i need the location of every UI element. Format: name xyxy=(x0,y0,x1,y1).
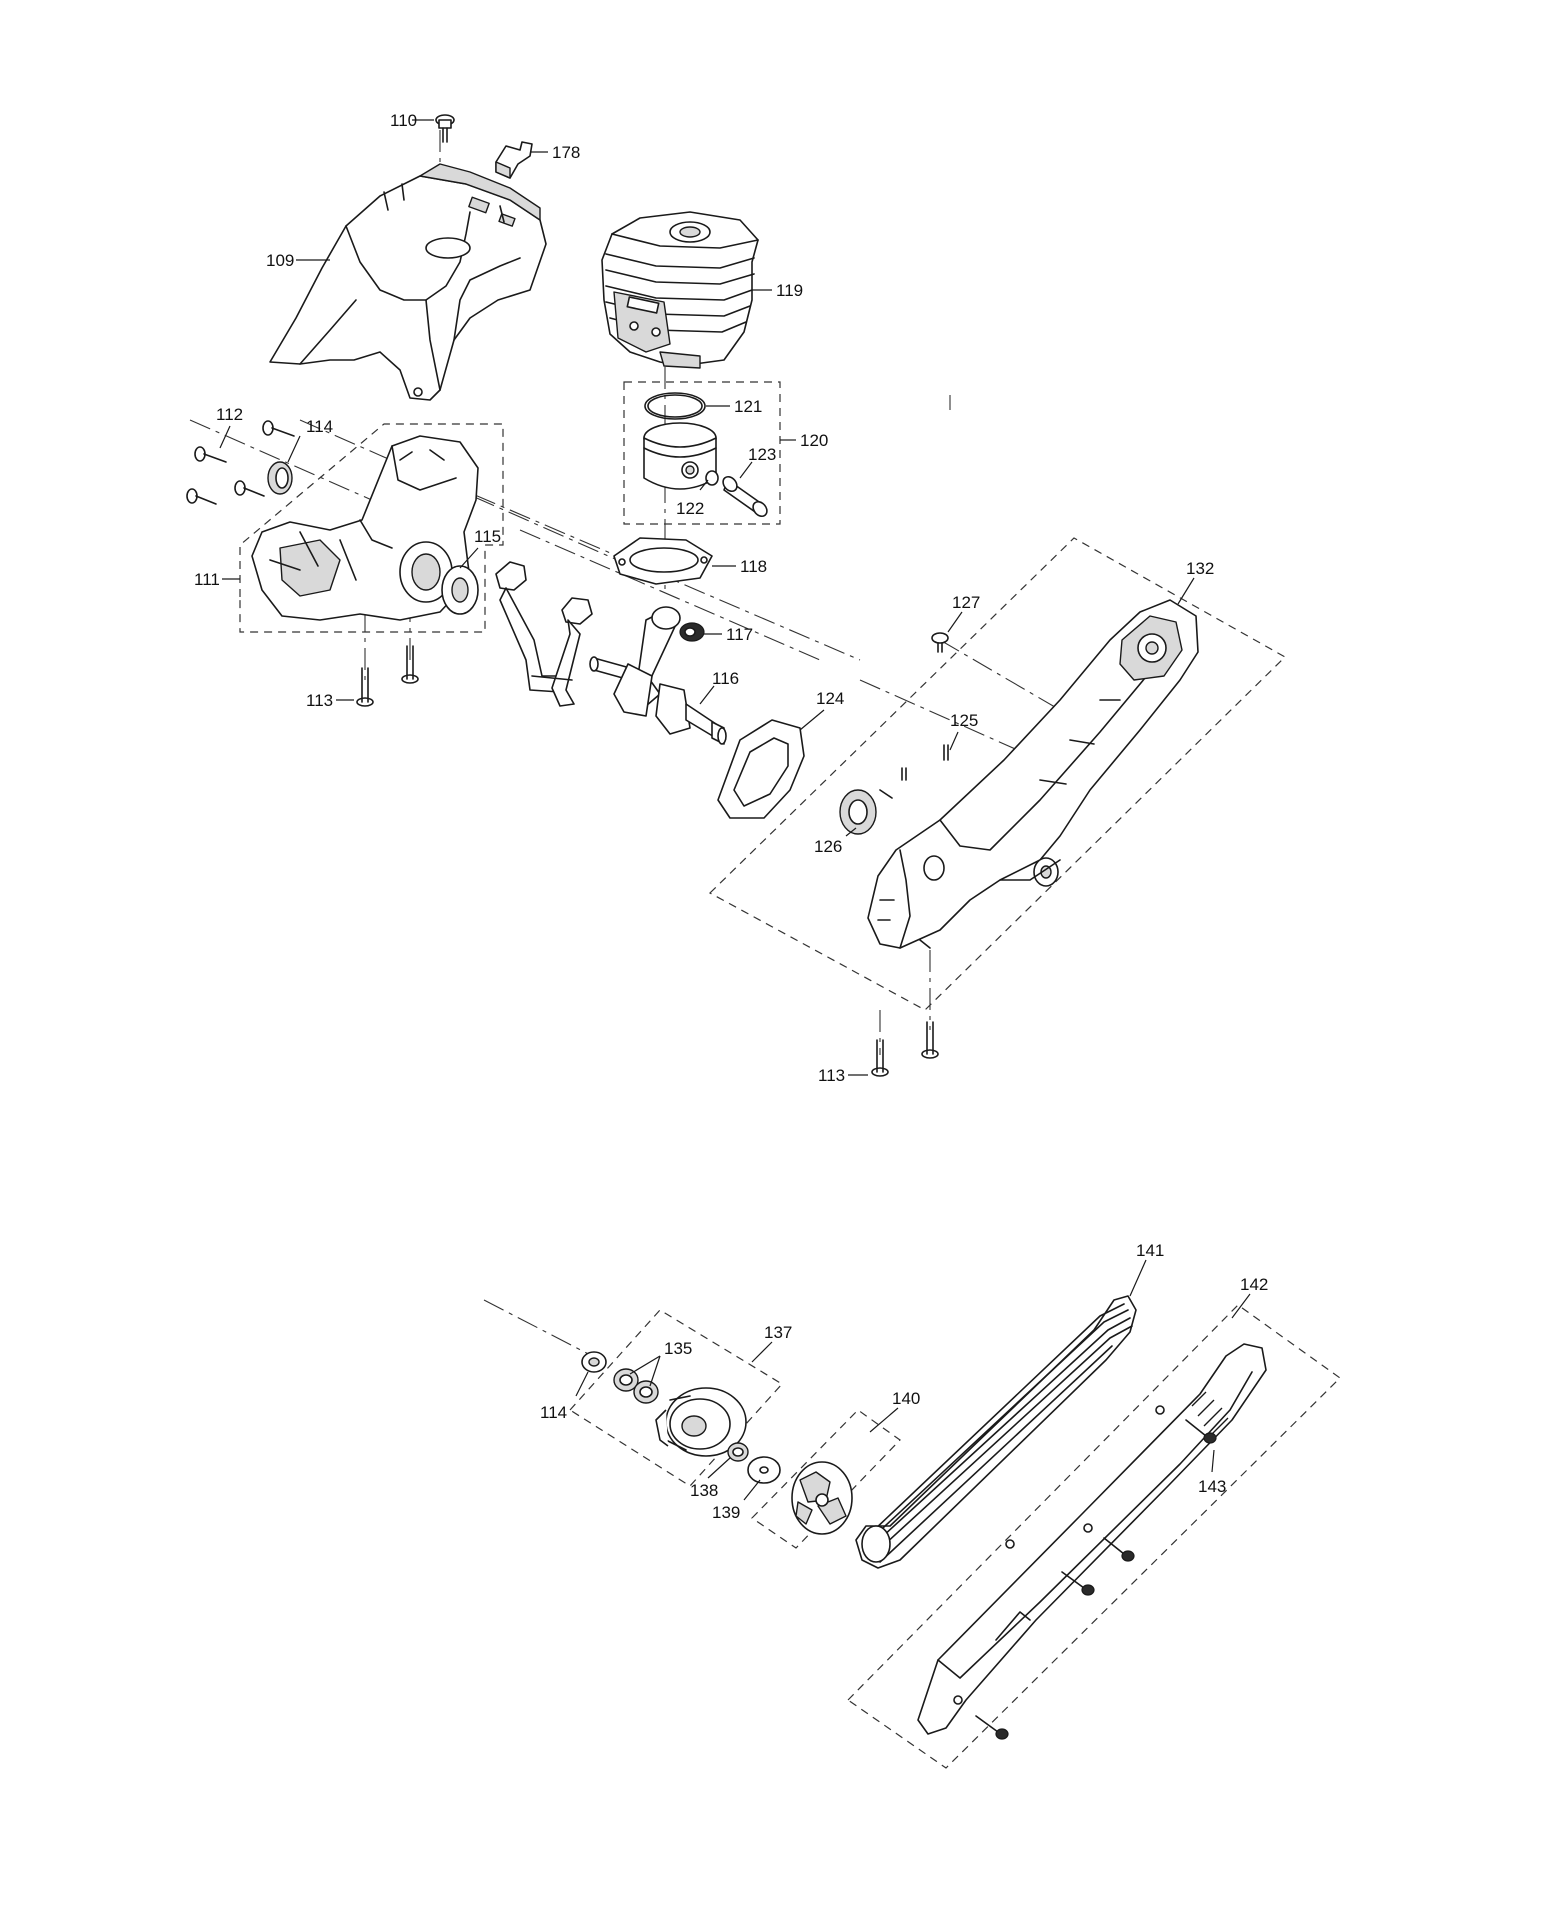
leader-lines xyxy=(219,119,1251,1501)
label-119: 119 xyxy=(776,281,803,300)
label-114-upper: 114 xyxy=(306,417,333,436)
label-120: 120 xyxy=(800,431,828,450)
label-121: 121 xyxy=(734,397,762,416)
part-132-crankcase-arm xyxy=(867,599,1199,949)
label-135: 135 xyxy=(664,1339,692,1358)
part-113-bolts-upper xyxy=(356,645,419,707)
part-115-intake xyxy=(495,561,593,707)
part-127-screw xyxy=(931,632,949,653)
part-122-circlip xyxy=(705,470,719,486)
part-117-needle-bearing xyxy=(679,622,705,642)
label-127: 127 xyxy=(952,593,980,612)
part-124-gasket xyxy=(717,719,805,819)
part-119-cylinder xyxy=(601,211,759,369)
part-116-crankshaft xyxy=(589,606,727,745)
part-178-bracket xyxy=(495,141,533,179)
label-110: 110 xyxy=(390,111,417,130)
label-132: 132 xyxy=(1186,559,1214,578)
part-118-gasket xyxy=(613,537,713,585)
label-115: 115 xyxy=(474,527,501,546)
part-113-bolts-lower xyxy=(871,1021,939,1077)
part-135-bearings xyxy=(613,1368,659,1404)
label-137: 137 xyxy=(764,1323,792,1342)
label-113-lower: 113 xyxy=(818,1066,845,1085)
label-117: 117 xyxy=(726,625,753,644)
part-141-belt xyxy=(855,1295,1137,1569)
part-137-clutch-drum xyxy=(655,1387,747,1457)
label-140: 140 xyxy=(892,1389,920,1408)
part-112-bolts xyxy=(186,420,295,505)
label-112: 112 xyxy=(216,405,243,424)
part-123-wrist-pin xyxy=(722,475,768,518)
part-114-seal-upper xyxy=(267,461,293,495)
part-110-bolt xyxy=(435,114,455,143)
assembly-outlines xyxy=(189,130,1286,1055)
part-140-clutch xyxy=(791,1461,853,1535)
label-116: 116 xyxy=(712,669,739,688)
part-138-bearing xyxy=(727,1442,749,1462)
part-114-washer-lower xyxy=(581,1351,607,1373)
label-138: 138 xyxy=(690,1481,718,1500)
label-141: 141 xyxy=(1136,1241,1164,1260)
lower-assembly-outlines xyxy=(483,1299,1341,1769)
label-113-upper: 113 xyxy=(306,691,333,710)
part-125-pins xyxy=(879,744,949,799)
part-labels: 110 178 109 119 121 120 123 122 112 114 … xyxy=(194,111,1268,1522)
part-142-belt-guard xyxy=(917,1343,1267,1735)
part-121-piston-ring xyxy=(644,392,706,420)
label-118: 118 xyxy=(740,557,767,576)
part-126-seal xyxy=(839,789,877,835)
label-125: 125 xyxy=(950,711,978,730)
part-109-top-cover xyxy=(269,163,547,401)
part-143-screws xyxy=(975,1419,1217,1740)
label-109: 109 xyxy=(266,251,294,270)
label-122: 122 xyxy=(676,499,704,518)
label-178: 178 xyxy=(552,143,580,162)
label-123: 123 xyxy=(748,445,776,464)
part-139-washer xyxy=(747,1456,781,1484)
label-139: 139 xyxy=(712,1503,740,1522)
label-143: 143 xyxy=(1198,1477,1226,1496)
label-114-lower: 114 xyxy=(540,1403,567,1422)
label-142: 142 xyxy=(1240,1275,1268,1294)
part-111-crankcase xyxy=(251,435,479,621)
part-120-piston xyxy=(643,422,717,490)
label-111: 111 xyxy=(194,570,220,589)
label-126: 126 xyxy=(814,837,842,856)
label-124: 124 xyxy=(816,689,844,708)
